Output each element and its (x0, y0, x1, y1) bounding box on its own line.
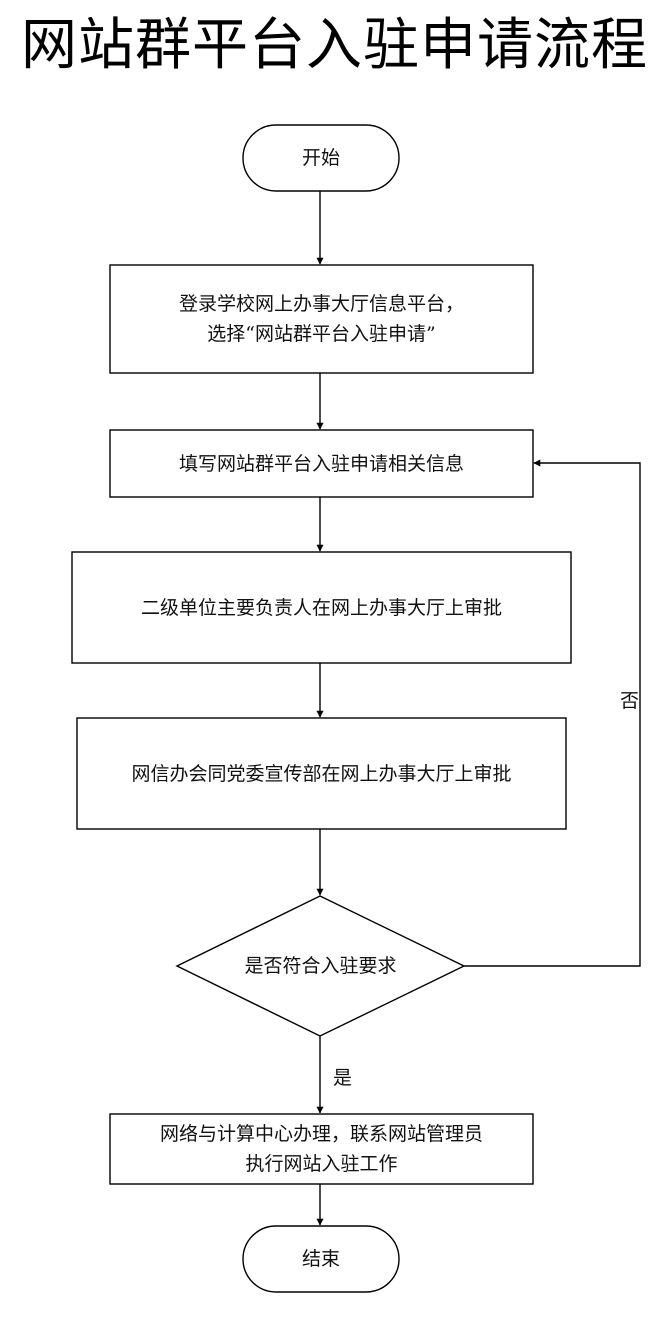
decision-label: 是否符合入驻要求 (177, 896, 464, 1036)
yes-edge-label: 是 (333, 1067, 353, 1089)
login-step-box (109, 264, 534, 374)
no-edge-label: 否 (620, 690, 640, 712)
start-label: 开始 (243, 125, 399, 191)
end-label: 结束 (243, 1226, 399, 1292)
end-text: 结束 (301, 1248, 340, 1270)
page-title: 网站群平台入驻申请流程 (21, 13, 648, 78)
fill-form-text: 填写网站群平台入驻申请相关信息 (178, 452, 464, 475)
unit-approval-step-box (71, 551, 572, 664)
process-step-label: 网络与计算中心办理，联系网站管理员 执行网站入驻工作 (110, 1114, 533, 1184)
login-step-line-1: 登录学校网上办事大厅信息平台， (178, 293, 464, 315)
login-step-label: 登录学校网上办事大厅信息平台， 选择“网站群平台入驻申请” (110, 265, 533, 373)
start-terminator (242, 124, 400, 192)
dept-approval-step-box (76, 717, 567, 830)
unit-approval-text: 二级单位主要负责人在网上办事大厅上审批 (140, 596, 502, 619)
process-step-line-2: 执行网站入驻工作 (245, 1153, 398, 1175)
login-step-line-2: 选择“网站群平台入驻申请” (207, 323, 436, 345)
end-terminator (242, 1225, 400, 1293)
dept-approval-step-label: 网信办会同党委宣传部在网上办事大厅上审批 (77, 718, 566, 829)
fill-form-step-box (109, 429, 534, 498)
start-text: 开始 (301, 147, 340, 169)
dept-approval-text: 网信办会同党委宣传部在网上办事大厅上审批 (131, 762, 512, 785)
arrow-decision-no-loop-back (464, 459, 641, 967)
unit-approval-step-label: 二级单位主要负责人在网上办事大厅上审批 (72, 552, 571, 663)
process-step-line-1: 网络与计算中心办理，联系网站管理员 (159, 1123, 483, 1145)
process-step-box (109, 1113, 534, 1185)
fill-form-step-label: 填写网站群平台入驻申请相关信息 (110, 430, 533, 497)
decision-text: 是否符合入驻要求 (244, 955, 397, 977)
